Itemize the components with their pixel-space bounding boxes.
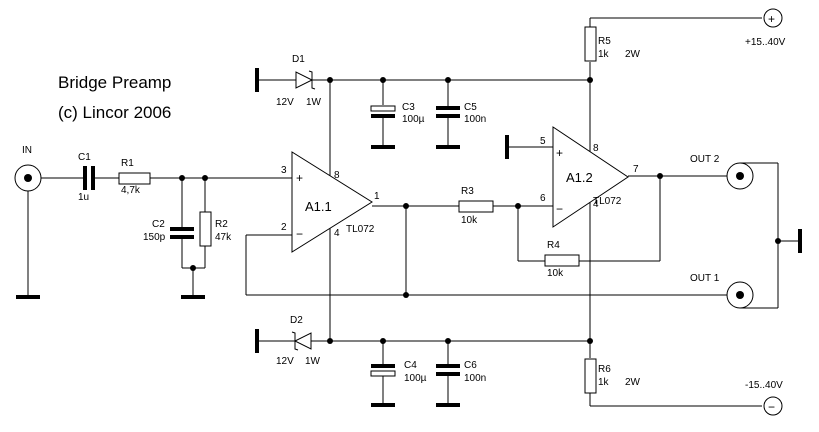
zener-d1: [295, 71, 314, 89]
a12-minus-sign: −: [556, 202, 563, 216]
zener-d2: [293, 332, 312, 350]
c6-value: 100n: [464, 373, 486, 384]
d2-power: 1W: [305, 356, 321, 367]
resistor-r6: [584, 358, 597, 394]
input-label: IN: [22, 145, 32, 156]
junction-vneg-r6: [587, 338, 593, 344]
c2-ref: C2: [152, 219, 165, 230]
junction-vneg-a11: [327, 338, 333, 344]
d1-voltage: 12V: [276, 97, 294, 108]
r6-ref: R6: [598, 364, 611, 375]
r1-value: 4,7k: [121, 185, 141, 196]
out1-label: OUT 1: [690, 273, 720, 284]
junction-a12-out: [657, 173, 663, 179]
r4-value: 10k: [547, 268, 564, 279]
c4-value: 100µ: [404, 373, 427, 384]
a12-pin-out: 7: [633, 164, 639, 175]
d2-voltage: 12V: [276, 356, 294, 367]
vpos-label: +15..40V: [745, 37, 786, 48]
a11-name: A1.1: [305, 199, 332, 214]
c2-value: 150p: [143, 232, 166, 243]
a12-pin-plus: 5: [540, 136, 546, 147]
a11-part: TL072: [346, 224, 375, 235]
vneg-terminal: [763, 396, 783, 416]
c6-ref: C6: [464, 360, 477, 371]
r1-ref: R1: [121, 158, 134, 169]
junction-vpos-a11: [327, 77, 333, 83]
d1-power: 1W: [306, 97, 322, 108]
r3-ref: R3: [461, 186, 474, 197]
vneg-label: -15..40V: [745, 380, 783, 391]
out2-label: OUT 2: [690, 154, 720, 165]
input-jack: [14, 164, 42, 192]
output-jack-2: [726, 162, 754, 190]
d2-ref: D2: [290, 315, 303, 326]
a11-pin-vpos: 8: [334, 170, 340, 181]
a11-pin-plus: 3: [281, 165, 287, 176]
r5-ref: R5: [598, 36, 611, 47]
junction-vpos-r5: [587, 77, 593, 83]
capacitor-c2: [170, 227, 194, 239]
c5-value: 100n: [464, 114, 486, 125]
vneg-symbol: −: [768, 400, 775, 414]
capacitor-c3-plate: [370, 105, 396, 112]
resistor-r1: [118, 172, 151, 185]
capacitor-c1: [83, 166, 95, 190]
c1-ref: C1: [78, 152, 91, 163]
output-jack-1: [726, 281, 754, 309]
title-line-1: Bridge Preamp: [58, 73, 171, 92]
c4-ref: C4: [404, 360, 417, 371]
resistor-r5: [584, 26, 597, 62]
resistor-r4: [544, 254, 580, 267]
d1-ref: D1: [292, 54, 305, 65]
a12-pin-vneg: 4: [593, 199, 599, 210]
a11-plus-sign: +: [296, 171, 303, 185]
capacitor-c4-plate: [370, 370, 396, 377]
resistor-r2: [199, 211, 212, 247]
c3-value: 100µ: [402, 114, 425, 125]
a12-name: A1.2: [566, 170, 593, 185]
r6-value: 1k: [598, 377, 610, 388]
a11-pin-minus: 2: [281, 222, 287, 233]
r4-ref: R4: [547, 240, 560, 251]
a11-pin-out: 1: [374, 191, 380, 202]
r2-value: 47k: [215, 232, 232, 243]
r3-value: 10k: [461, 215, 478, 226]
r5-power: 2W: [625, 49, 641, 60]
a12-pin-vpos: 8: [593, 143, 599, 154]
vpos-symbol: +: [768, 12, 775, 26]
c5-ref: C5: [464, 102, 477, 113]
resistor-r3: [458, 200, 494, 213]
a11-minus-sign: −: [296, 227, 303, 241]
a12-part: TL072: [593, 196, 622, 207]
r5-value: 1k: [598, 49, 610, 60]
a11-pin-vneg: 4: [334, 228, 340, 239]
title-line-2: (c) Lincor 2006: [58, 103, 171, 122]
a12-pin-minus: 6: [540, 193, 546, 204]
opamp-a1-1: [291, 151, 373, 253]
vpos-terminal: [763, 8, 783, 28]
a12-plus-sign: +: [556, 146, 563, 160]
r6-power: 2W: [625, 377, 641, 388]
c1-value: 1u: [78, 192, 89, 203]
r2-ref: R2: [215, 219, 228, 230]
c3-ref: C3: [402, 102, 415, 113]
